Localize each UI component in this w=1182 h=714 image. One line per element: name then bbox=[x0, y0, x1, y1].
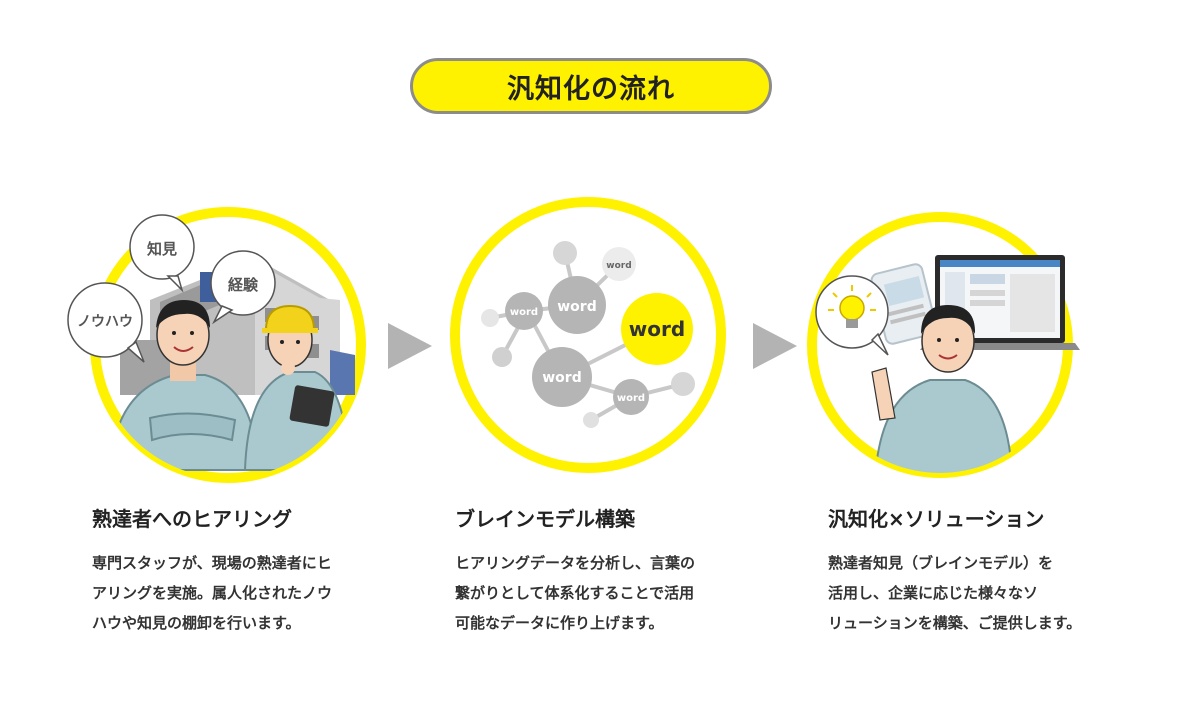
step2-line-1: ヒアリングデータを分析し、言葉の bbox=[455, 554, 696, 572]
step3-heading: 汎知化×ソリューション bbox=[828, 507, 1045, 531]
network-nodes bbox=[481, 241, 695, 428]
title-banner: 汎知化の流れ bbox=[410, 58, 772, 114]
word-label-2: word bbox=[606, 261, 631, 271]
word-node-1: word bbox=[548, 276, 606, 334]
bubble-knowhow: ノウハウ bbox=[67, 282, 145, 363]
step3-line-2: 活用し、企業に応じた様々なソ bbox=[828, 584, 1039, 602]
step1-illustration: 知見 経験 ノウハウ bbox=[67, 207, 366, 483]
step2-line-3: 可能なデータに作り上げます。 bbox=[455, 614, 664, 632]
word-node-highlight: word bbox=[621, 293, 693, 365]
word-label-3: word bbox=[510, 307, 538, 318]
step1-line-3: ハウや知見の棚卸を行います。 bbox=[92, 614, 301, 632]
hard-hat-icon bbox=[264, 304, 316, 331]
step1-line-2: アリングを実施。属人化されたノウ bbox=[92, 584, 333, 602]
bubble-experience-label: 経験 bbox=[228, 276, 259, 294]
word-node-2: word bbox=[602, 247, 636, 281]
step2-circle bbox=[450, 197, 726, 473]
word-node-6: word bbox=[613, 379, 649, 415]
step3-illustration bbox=[807, 212, 1080, 478]
step3-line-3: リューションを構築、ご提供します。 bbox=[828, 614, 1082, 632]
arrow-right-icon bbox=[388, 323, 432, 369]
idea-bubble bbox=[815, 275, 889, 356]
presenter-worker bbox=[871, 305, 1014, 473]
step1-description: 熟達者へのヒアリング 専門スタッフが、現場の熟達者にヒ アリングを実施。属人化さ… bbox=[92, 503, 332, 638]
step2-heading: ブレインモデル構築 bbox=[455, 507, 635, 531]
bubble-knowledge-label: 知見 bbox=[147, 240, 177, 258]
bubble-experience: 経験 bbox=[210, 250, 276, 325]
step3-description: 汎知化×ソリューション 熟達者知見（ブレインモデル）を 活用し、企業に応じた様々… bbox=[828, 503, 1081, 638]
bubble-knowhow-label: ノウハウ bbox=[77, 314, 133, 330]
word-node-5: word bbox=[532, 347, 592, 407]
word-label-6: word bbox=[617, 393, 645, 404]
step3-line-1: 熟達者知見（ブレインモデル）を bbox=[828, 554, 1054, 572]
step2-illustration: word word word word word word bbox=[450, 197, 726, 473]
word-node-3: word bbox=[505, 292, 543, 330]
step2-description: ブレインモデル構築 ヒアリングデータを分析し、言葉の 繋がりとして体系化すること… bbox=[455, 503, 695, 638]
expert-worker-left bbox=[108, 300, 260, 471]
bubble-knowledge: 知見 bbox=[129, 214, 195, 293]
step1-line-1: 専門スタッフが、現場の熟達者にヒ bbox=[92, 554, 332, 572]
word-label-5: word bbox=[542, 370, 581, 386]
lightbulb-icon bbox=[828, 285, 876, 328]
word-label-4: word bbox=[629, 317, 685, 341]
page-title: 汎知化の流れ bbox=[507, 73, 675, 105]
clipboard-icon bbox=[289, 385, 335, 427]
arrow-right-icon bbox=[753, 323, 797, 369]
step1-heading: 熟達者へのヒアリング bbox=[92, 507, 292, 531]
step2-line-2: 繋がりとして体系化することで活用 bbox=[455, 584, 695, 602]
word-label-1: word bbox=[557, 299, 596, 315]
